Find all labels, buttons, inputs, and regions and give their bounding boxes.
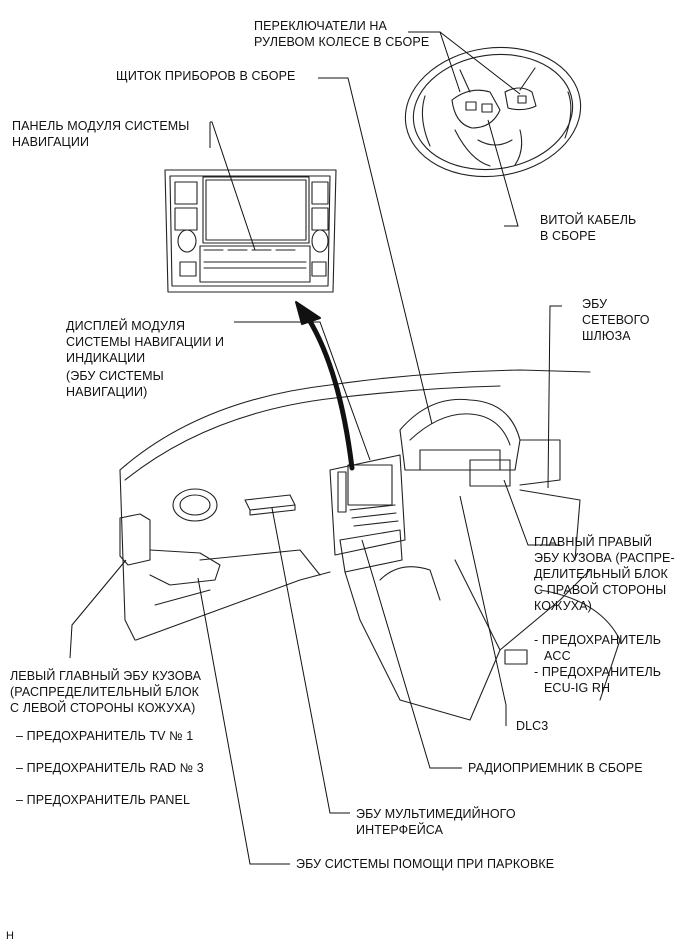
- label-line: ШЛЮЗА: [582, 329, 631, 343]
- label-line: ПЕРЕКЛЮЧАТЕЛИ НА: [254, 19, 387, 33]
- label-line: РУЛЕВОМ КОЛЕСЕ В СБОРЕ: [254, 35, 430, 49]
- label-fuses-rh: - ПРЕДОХРАНИТЕЛЬ ACC - ПРЕДОХРАНИТЕЛЬ EC…: [534, 632, 661, 696]
- leader-radio: [361, 539, 462, 769]
- label-line: ИНДИКАЦИИ: [66, 351, 146, 365]
- label-line: ГЛАВНЫЙ ПРАВЫЙ: [534, 535, 653, 549]
- arrow-display-to-panel: [295, 301, 355, 471]
- label-line: ЭБУ КУЗОВА (РАСПРЕ-: [534, 551, 675, 565]
- leader-nav-display: [234, 321, 371, 461]
- leader-multimedia: [271, 507, 350, 814]
- corner-mark: H: [6, 928, 14, 944]
- label-gateway-ecu: ЭБУ СЕТЕВОГО ШЛЮЗА: [582, 296, 650, 344]
- label-line: ECU-IG RH: [544, 681, 611, 695]
- label-radio-receiver: РАДИОПРИЕМНИК В СБОРЕ: [468, 760, 643, 776]
- leader-nav-panel: [209, 121, 256, 251]
- label-line: С ЛЕВОЙ СТОРОНЫ КОЖУХА): [10, 701, 196, 715]
- label-line: НАВИГАЦИИ): [66, 385, 148, 399]
- label-nav-ecu: (ЭБУ СИСТЕМЫ НАВИГАЦИИ): [66, 368, 164, 400]
- label-nav-display: ДИСПЛЕЙ МОДУЛЯ СИСТЕМЫ НАВИГАЦИИ И ИНДИК…: [66, 318, 224, 366]
- label-line: - ПРЕДОХРАНИТЕЛЬ: [534, 665, 662, 679]
- leader-main-body-rh: [503, 479, 560, 546]
- label-line: КОЖУХА): [534, 599, 592, 613]
- label-nav-module-panel: ПАНЕЛЬ МОДУЛЯ СИСТЕМЫ НАВИГАЦИИ: [12, 118, 189, 150]
- label-line: НАВИГАЦИИ: [12, 135, 90, 149]
- label-parking-assist-ecu: ЭБУ СИСТЕМЫ ПОМОЩИ ПРИ ПАРКОВКЕ: [296, 856, 554, 872]
- label-main-body-ecu-lh: ЛЕВЫЙ ГЛАВНЫЙ ЭБУ КУЗОВА (РАСПРЕДЕЛИТЕЛЬ…: [10, 668, 201, 716]
- label-line: С ПРАВОЙ СТОРОНЫ: [534, 583, 667, 597]
- label-line: РАДИОПРИЕМНИК В СБОРЕ: [468, 761, 643, 775]
- leader-gateway-ecu: [547, 305, 562, 489]
- steering-wheel-illustration: [404, 46, 582, 178]
- nav-panel-illustration: [164, 169, 337, 293]
- label-line: ЛЕВЫЙ ГЛАВНЫЙ ЭБУ КУЗОВА: [10, 669, 202, 683]
- leader-dlc3: [459, 495, 507, 726]
- label-line: ЭБУ: [582, 297, 608, 311]
- label-line: - ПРЕДОХРАНИТЕЛЬ: [534, 633, 662, 647]
- label-line: СИСТЕМЫ НАВИГАЦИИ И: [66, 335, 225, 349]
- label-line: СЕТЕВОГО: [582, 313, 650, 327]
- leader-instrument-panel: [318, 77, 433, 425]
- label-line: (ЭБУ СИСТЕМЫ: [66, 369, 164, 383]
- label-line: ПАНЕЛЬ МОДУЛЯ СИСТЕМЫ: [12, 119, 190, 133]
- label-line: ЭБУ СИСТЕМЫ ПОМОЩИ ПРИ ПАРКОВКЕ: [296, 857, 555, 871]
- label-line: ЭБУ МУЛЬТИМЕДИЙНОГО: [356, 807, 516, 821]
- label-line: ЩИТОК ПРИБОРОВ В СБОРЕ: [116, 69, 296, 83]
- label-multimedia-ecu: ЭБУ МУЛЬТИМЕДИЙНОГО ИНТЕРФЕЙСА: [356, 806, 516, 838]
- label-fuse-tv: – ПРЕДОХРАНИТЕЛЬ TV № 1: [16, 728, 193, 744]
- label-line: ИНТЕРФЕЙСА: [356, 823, 444, 837]
- label-line: ДИСПЛЕЙ МОДУЛЯ: [66, 319, 186, 333]
- label-line: H: [6, 930, 15, 942]
- label-line: ДЕЛИТЕЛЬНЫЙ БЛОК: [534, 567, 668, 581]
- label-line: DLC3: [516, 719, 549, 733]
- label-line: – ПРЕДОХРАНИТЕЛЬ TV № 1: [16, 729, 194, 743]
- label-line: – ПРЕДОХРАНИТЕЛЬ RAD № 3: [16, 761, 204, 775]
- label-line: (РАСПРЕДЕЛИТЕЛЬНЫЙ БЛОК: [10, 685, 200, 699]
- label-fuse-panel: – ПРЕДОХРАНИТЕЛЬ PANEL: [16, 792, 190, 808]
- label-line: ACC: [544, 649, 571, 663]
- label-dlc3: DLC3: [516, 718, 548, 734]
- label-line: ВИТОЙ КАБЕЛЬ: [540, 213, 637, 227]
- label-steering-switches: ПЕРЕКЛЮЧАТЕЛИ НА РУЛЕВОМ КОЛЕСЕ В СБОРЕ: [254, 18, 429, 50]
- label-spiral-cable: ВИТОЙ КАБЕЛЬ В СБОРЕ: [540, 212, 636, 244]
- label-fuse-rad: – ПРЕДОХРАНИТЕЛЬ RAD № 3: [16, 760, 204, 776]
- label-line: – ПРЕДОХРАНИТЕЛЬ PANEL: [16, 793, 191, 807]
- label-line: В СБОРЕ: [540, 229, 596, 243]
- leader-spiral-cable: [487, 119, 519, 227]
- leader-main-body-lh: [69, 559, 127, 659]
- dashboard-illustration: [119, 369, 621, 721]
- leader-parking: [197, 577, 290, 865]
- label-main-body-ecu-rh: ГЛАВНЫЙ ПРАВЫЙ ЭБУ КУЗОВА (РАСПРЕ- ДЕЛИТ…: [534, 534, 675, 614]
- label-instrument-panel: ЩИТОК ПРИБОРОВ В СБОРЕ: [116, 68, 295, 84]
